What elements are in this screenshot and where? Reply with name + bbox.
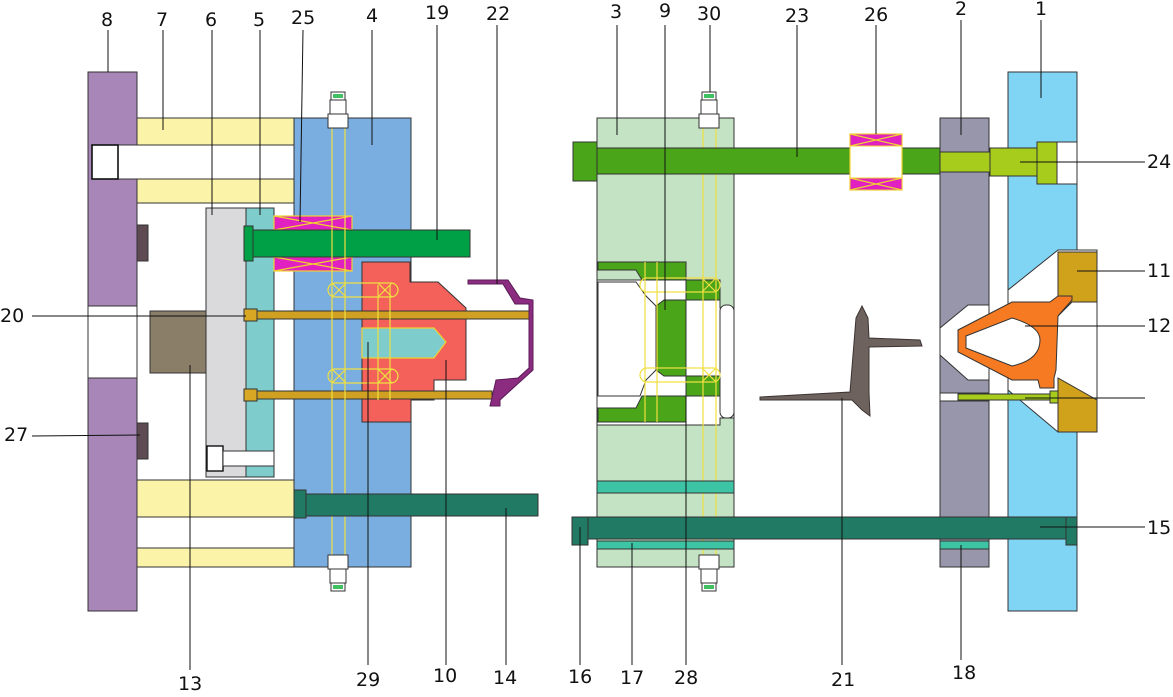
spring-upper-x [273,215,353,231]
label-14: 14 [493,667,517,689]
ejector-pin-upper [243,310,530,320]
puller-bar-head [572,141,598,182]
label-20: 20 [0,305,24,327]
label-19: 19 [425,2,449,24]
sprue-puller-pin [957,393,1059,401]
parting-face [719,304,735,419]
ejector-plate [205,207,247,478]
label-13: 13 [178,673,202,692]
label-4: 4 [366,5,378,27]
runner-sprue [759,304,923,418]
guide-pin-15-end [1065,516,1078,546]
label-29: 29 [356,669,380,691]
long-bolt-head [91,144,119,180]
fitting-left-top [327,91,349,129]
pin-19 [243,229,471,258]
label-23: 23 [785,5,809,27]
stripper-bushing-18 [939,540,990,550]
label-9: 9 [659,0,671,22]
label-7: 7 [156,9,168,31]
core-pin [361,327,447,359]
label-5: 5 [253,9,265,31]
label-22: 22 [486,3,510,25]
sprue-channel [965,317,1041,367]
ejector-pin-lower-head [243,388,258,402]
clamp-plate-hole [87,305,138,379]
spacer-block-bottom-a [136,479,295,518]
guide-bushing-17 [596,480,735,494]
guide-pin-15 [587,516,1078,540]
link-rods-left [327,128,399,560]
cavity-fill [597,281,657,397]
stop-block [149,310,207,374]
puller-bolt-24-head [1036,141,1058,185]
clamp-bolt-head-top [136,224,149,262]
label-17: 17 [620,667,644,689]
puller-sleeve [939,151,991,173]
spring-lower-x [273,256,353,272]
label-18: 18 [952,662,976,684]
label-3: 3 [610,1,622,23]
return-screw-shank [222,450,275,467]
label-24: 24 [1147,151,1171,173]
pin-19-head [243,225,254,262]
label-8: 8 [101,9,113,31]
spring-26-top-x [849,133,903,147]
fitting-left-bottom [327,554,349,592]
label-12: 12 [1147,315,1171,337]
sprue-puller-pin-head [1049,390,1059,404]
label-10: 10 [433,665,457,687]
label-28: 28 [674,667,698,689]
label-26: 26 [864,4,888,26]
guide-bushing-17-b [596,540,735,550]
clamp-bolt-head-bottom [136,422,149,460]
fitting-right-top [698,91,720,129]
leader-lines [31,20,1145,670]
molded-part [467,279,534,407]
ejector-pin-upper-head [243,308,258,322]
label-27: 27 [4,424,28,446]
guide-pin-14 [293,493,539,517]
locating-ring-lower [1057,377,1098,433]
fitting-right-bottom [698,554,720,592]
label-30: 30 [697,3,721,25]
label-25: 25 [291,7,315,29]
spacer-block-bottom-b [136,547,295,568]
label-1: 1 [1035,0,1047,20]
return-screw-head [206,445,224,472]
label-21: 21 [831,669,855,691]
label-2: 2 [955,0,967,20]
label-16: 16 [568,666,592,688]
label-15: 15 [1147,517,1171,539]
guide-pin-14-head [293,489,307,519]
spring-26-bottom-x [849,177,903,191]
label-11: 11 [1147,260,1171,282]
label-6: 6 [205,9,217,31]
